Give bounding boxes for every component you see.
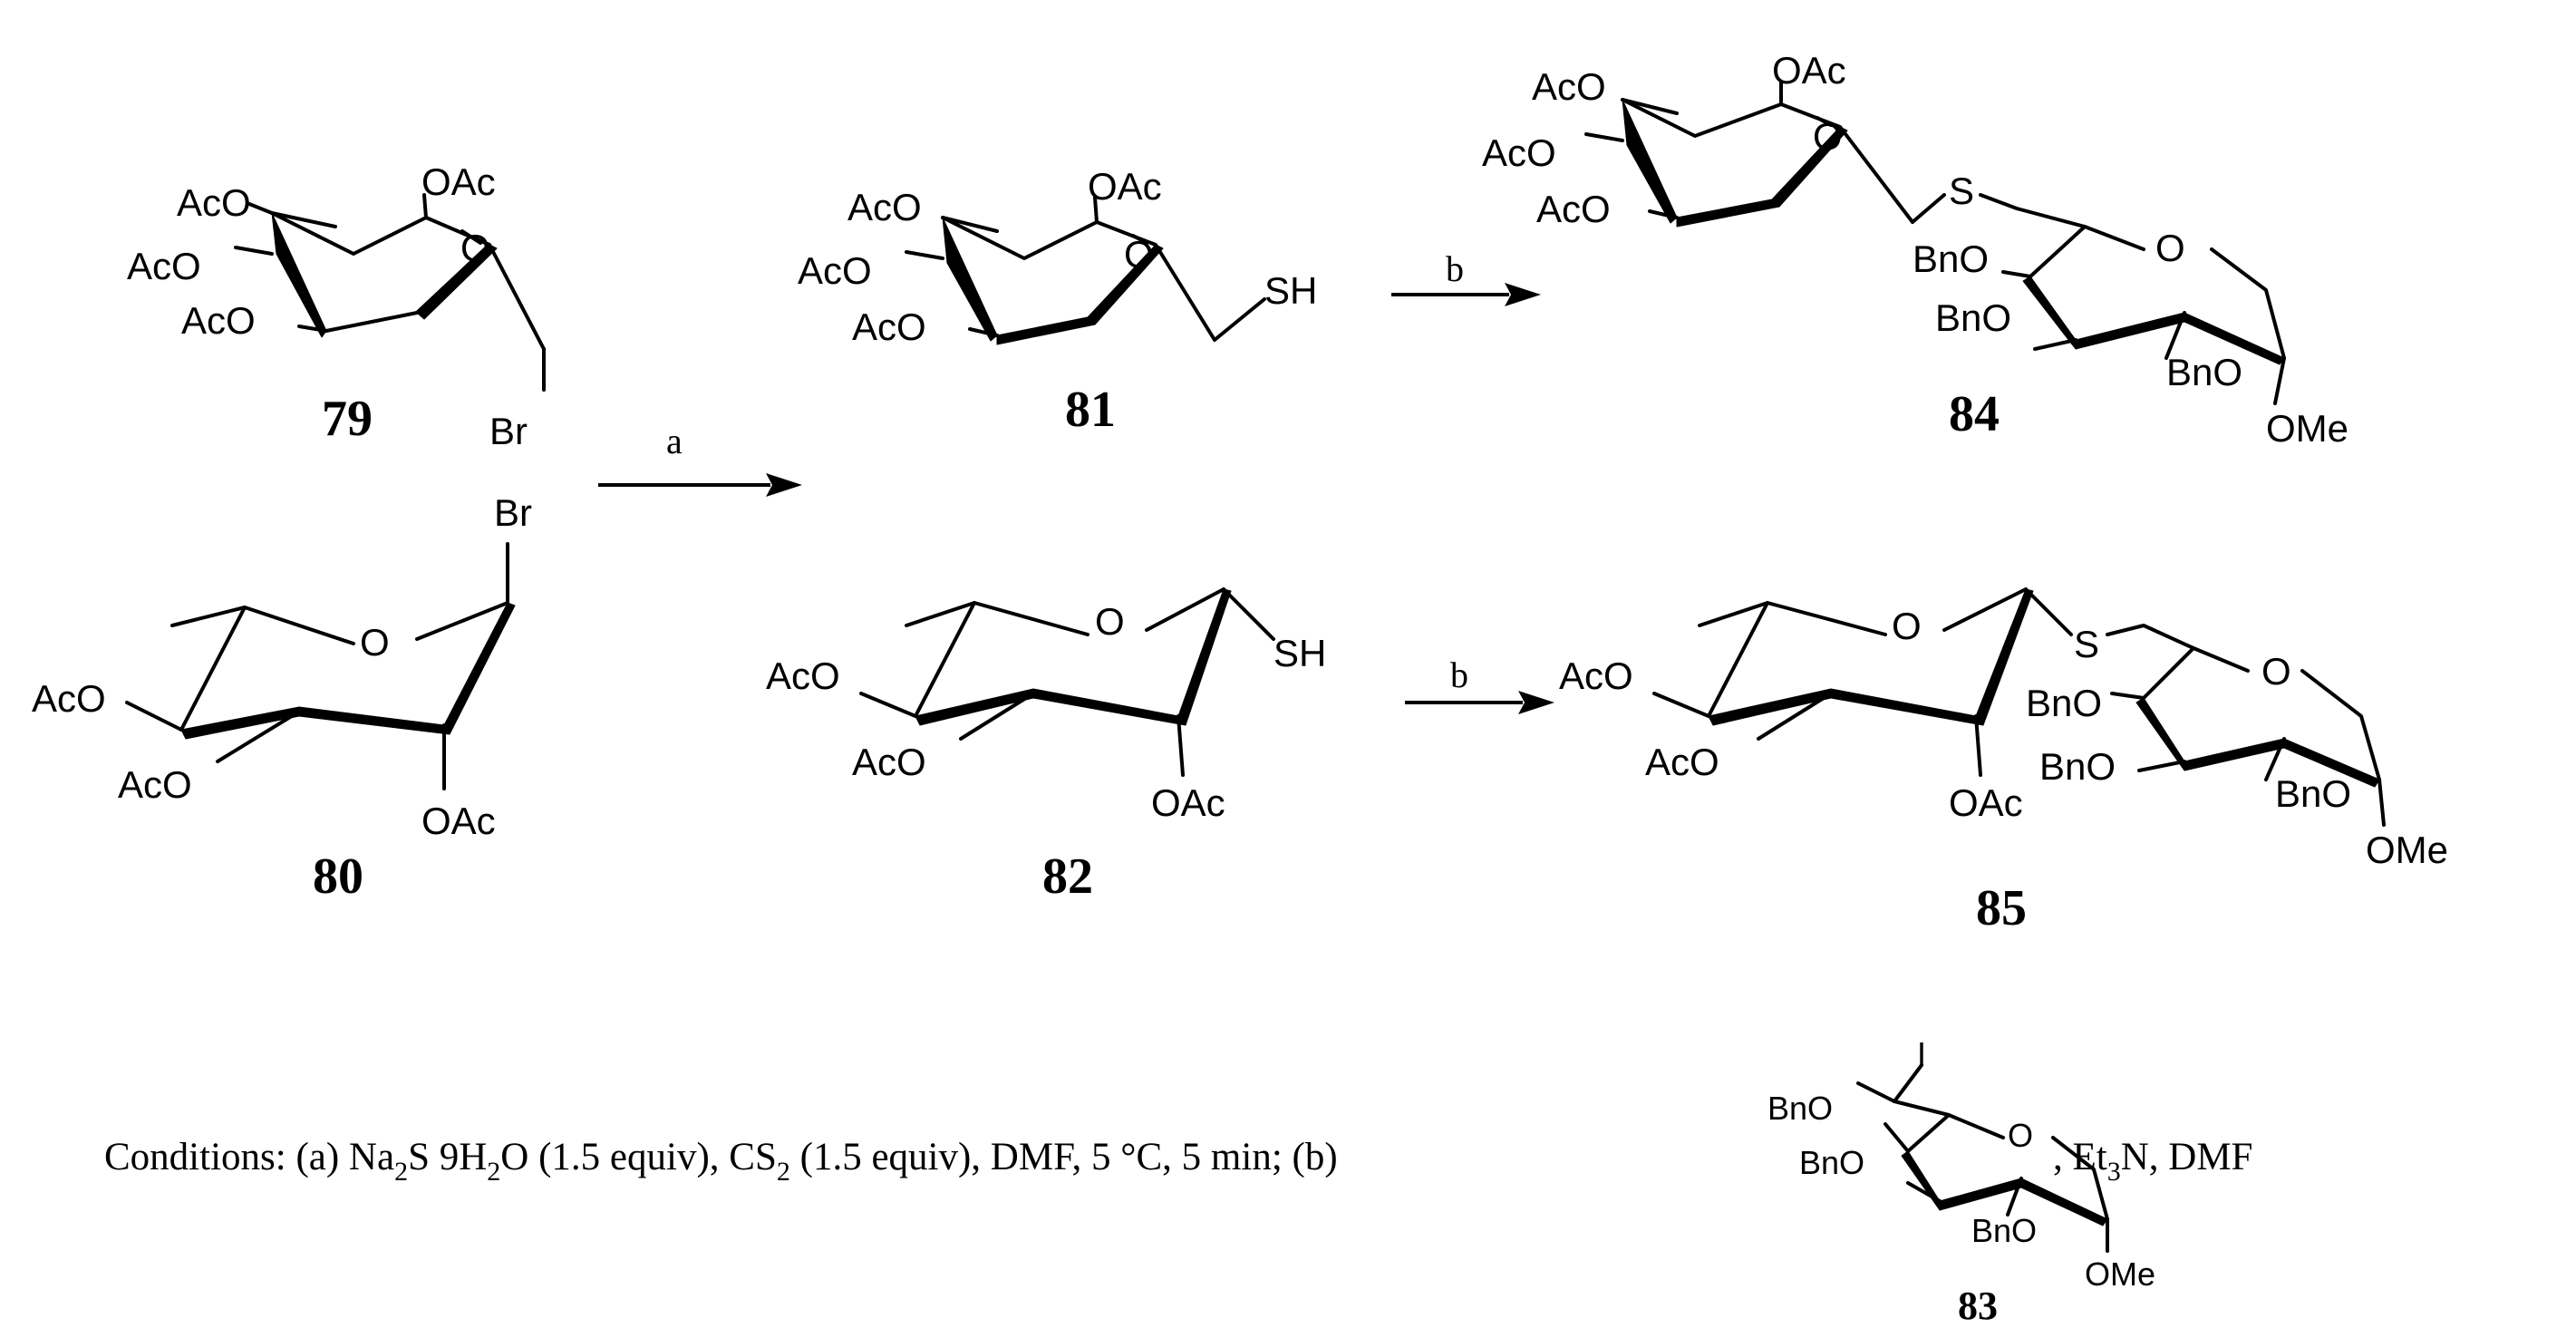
subscript: 2 — [487, 1157, 500, 1187]
ring-oxygen-label: O — [2008, 1117, 2033, 1154]
compound-number-84: 84 — [1949, 386, 2000, 442]
iodine-label: I — [1917, 1035, 1926, 1072]
bno-label: BnO — [1935, 296, 2011, 339]
compound-number-85: 85 — [1976, 880, 2027, 936]
ring-oxygen-label: O — [1124, 233, 1154, 276]
ring-oxygen-label: O — [1095, 600, 1125, 643]
compound-83: I O BnO BnO BnO OMe 83 — [1767, 1035, 2155, 1328]
ring-oxygen-label: O — [2155, 227, 2185, 269]
conditions-prefix: Conditions: (a) Na — [104, 1136, 394, 1178]
compound-79: OAc O AcO AcO AcO Br 79 — [127, 160, 546, 452]
compound-84: OAc O AcO AcO AcO S O BnO BnO BnO OMe 84 — [1482, 49, 2348, 450]
conditions-text: Conditions: (a) Na2S 9H2O (1.5 equiv), C… — [104, 1136, 2252, 1187]
aco-label: AcO — [118, 763, 192, 806]
sulfur-label: S — [1949, 170, 1974, 212]
aco-label: AcO — [847, 186, 922, 228]
aco-label: AcO — [766, 654, 840, 697]
aco-label: AcO — [1645, 741, 1719, 783]
aco-label: AcO — [852, 305, 926, 348]
bno-label: BnO — [2026, 682, 2102, 724]
thiol-label: SH — [1273, 632, 1326, 674]
ring-oxygen-label: O — [1813, 115, 1843, 158]
ring-oxygen-label: O — [360, 621, 390, 664]
conditions-part: O (1.5 equiv), CS — [500, 1136, 777, 1178]
oac-label: OAc — [421, 800, 496, 842]
compound-80: Br O AcO AcO OAc 80 — [32, 491, 532, 905]
compound-85: O S AcO AcO OAc O BnO BnO BnO OMe 85 — [1559, 587, 2448, 936]
thiol-label: SH — [1264, 269, 1317, 312]
compound-number-81: 81 — [1065, 382, 1116, 438]
compound-number-82: 82 — [1042, 848, 1093, 905]
compound-number-80: 80 — [313, 848, 363, 905]
aco-label: AcO — [1559, 654, 1633, 697]
compound-81: OAc O AcO AcO AcO SH 81 — [798, 165, 1317, 438]
aco-label: AcO — [1532, 65, 1606, 108]
compound-82: O SH AcO AcO OAc 82 — [766, 587, 1326, 905]
oac-label: OAc — [1088, 165, 1162, 208]
ring-oxygen-label: O — [460, 227, 490, 269]
subscript: 3 — [2107, 1157, 2121, 1187]
oac-label: OAc — [421, 160, 496, 203]
arrow-b-bottom: b — [1405, 654, 1554, 714]
bno-label: BnO — [1767, 1090, 1833, 1127]
aco-label: AcO — [1482, 131, 1556, 174]
methoxy-label: OMe — [2366, 829, 2448, 871]
ring-oxygen-label: O — [1892, 605, 1922, 647]
ring-oxygen-label: O — [2261, 650, 2291, 693]
compound-number-83: 83 — [1958, 1284, 1998, 1328]
bno-label: BnO — [1913, 237, 1989, 280]
aco-label: AcO — [1536, 188, 1611, 230]
svg-text:, Et3N, DMF: , Et3N, DMF — [2053, 1136, 2252, 1187]
bno-label: BnO — [2275, 772, 2351, 815]
bno-label: BnO — [1971, 1212, 2037, 1249]
oac-label: OAc — [1949, 781, 2023, 824]
bromine-label: Br — [494, 491, 532, 534]
bromine-label: Br — [489, 410, 528, 452]
methoxy-label: OMe — [2085, 1255, 2155, 1293]
compound-number-79: 79 — [322, 391, 373, 447]
conditions-tail: N, DMF — [2121, 1136, 2253, 1178]
aco-label: AcO — [181, 299, 256, 342]
bno-label: BnO — [1799, 1144, 1864, 1181]
oac-label: OAc — [1151, 781, 1225, 824]
conditions-part: (1.5 equiv), DMF, 5 °C, 5 min; (b) — [790, 1136, 1338, 1178]
subscript: 2 — [777, 1157, 790, 1187]
bno-label: BnO — [2039, 745, 2116, 788]
sulfur-label: S — [2074, 623, 2099, 665]
aco-label: AcO — [32, 677, 106, 720]
arrow-b-top: b — [1391, 248, 1541, 306]
arrow-label-b: b — [1450, 654, 1468, 695]
oac-label: OAc — [1772, 49, 1846, 92]
svg-text:Conditions: (a) Na2S 9H2O (1.5: Conditions: (a) Na2S 9H2O (1.5 equiv), C… — [104, 1136, 1338, 1187]
arrow-a: a — [598, 421, 802, 497]
conditions-part: S 9H — [408, 1136, 487, 1178]
bno-label: BnO — [2166, 351, 2242, 393]
aco-label: AcO — [798, 249, 872, 292]
arrow-label-b: b — [1446, 248, 1464, 289]
aco-label: AcO — [852, 741, 926, 783]
aco-label: AcO — [177, 181, 251, 224]
aco-label: AcO — [127, 245, 201, 287]
subscript: 2 — [394, 1157, 408, 1187]
arrow-label-a: a — [666, 421, 683, 461]
methoxy-label: OMe — [2266, 407, 2348, 450]
